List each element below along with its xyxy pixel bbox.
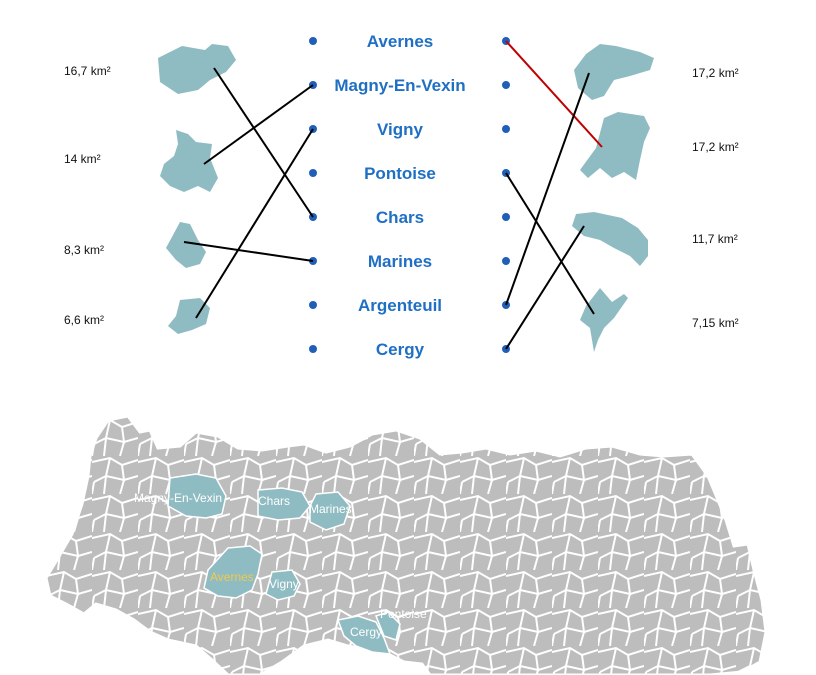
right-dot[interactable] — [502, 213, 510, 221]
map-label: Vigny — [269, 577, 299, 591]
right-dots — [502, 37, 510, 353]
connector-line — [213, 67, 314, 218]
highlighted-communes — [167, 473, 401, 655]
right-area-label: 7,15 km² — [692, 316, 739, 330]
right-dot[interactable] — [502, 125, 510, 133]
left-area-label: 6,6 km² — [64, 313, 104, 327]
commune-name: Pontoise — [364, 164, 436, 183]
map-label: Avernes — [210, 570, 254, 584]
map-label: Cergy — [350, 625, 382, 639]
left-shapes — [158, 44, 236, 334]
commune-map: Magny-En-Vexin Chars Marines Avernes Vig… — [44, 414, 768, 675]
right-shape-2 — [580, 112, 650, 180]
commune-name: Vigny — [377, 120, 424, 139]
connector-line — [203, 84, 314, 165]
left-shape-3 — [166, 222, 206, 268]
connector-line-highlight — [505, 40, 603, 148]
commune-name: Chars — [376, 208, 424, 227]
commune-name: Cergy — [376, 340, 425, 359]
right-shape-3 — [572, 212, 648, 266]
map-label: Chars — [258, 494, 290, 508]
commune-name: Marines — [368, 252, 432, 271]
left-shape-1 — [158, 44, 236, 94]
map-commune-magny-en-vexin — [167, 473, 227, 519]
left-area-label: 16,7 km² — [64, 64, 111, 78]
map-outline — [44, 414, 768, 675]
right-area-label: 11,7 km² — [692, 232, 738, 246]
left-dot[interactable] — [309, 301, 317, 309]
map-labels: Magny-En-Vexin Chars Marines Avernes Vig… — [134, 491, 427, 639]
map-label: Pontoise — [380, 607, 427, 621]
left-shape-2 — [160, 130, 218, 192]
left-dot[interactable] — [309, 345, 317, 353]
commune-name: Avernes — [367, 32, 433, 51]
connector-line — [183, 241, 314, 262]
map-label: Marines — [309, 502, 352, 516]
commune-names: Avernes Magny-En-Vexin Vigny Pontoise Ch… — [334, 32, 465, 359]
right-area-label: 17,2 km² — [692, 66, 739, 80]
connector-line — [505, 225, 585, 350]
left-dots — [309, 37, 317, 353]
left-area-label: 8,3 km² — [64, 243, 104, 257]
map-commune-avernes — [203, 545, 263, 599]
right-shape-4 — [580, 288, 628, 352]
connector-lines — [183, 40, 603, 350]
left-dot[interactable] — [309, 169, 317, 177]
map-label: Magny-En-Vexin — [134, 491, 222, 505]
left-area-label: 14 km² — [64, 152, 101, 166]
map-commune-vigny — [265, 569, 301, 601]
left-dot[interactable] — [309, 37, 317, 45]
connector-line — [505, 72, 590, 306]
map-commune-cergy — [336, 615, 392, 655]
commune-name: Magny-En-Vexin — [334, 76, 465, 95]
connector-line — [505, 172, 595, 315]
right-area-label: 17,2 km² — [692, 140, 739, 154]
map-commune-pontoise — [375, 611, 401, 641]
right-dot[interactable] — [502, 257, 510, 265]
commune-name: Argenteuil — [358, 296, 442, 315]
right-dot[interactable] — [502, 81, 510, 89]
map-commune-chars — [257, 487, 311, 521]
right-area-labels: 17,2 km² 17,2 km² 11,7 km² 7,15 km² — [692, 66, 739, 330]
map-commune-marines — [309, 491, 351, 531]
connector-line — [195, 128, 314, 319]
left-shape-4 — [168, 298, 210, 334]
left-area-labels: 16,7 km² 14 km² 8,3 km² 6,6 km² — [64, 64, 111, 327]
right-shapes — [572, 44, 654, 352]
right-shape-1 — [574, 44, 654, 100]
